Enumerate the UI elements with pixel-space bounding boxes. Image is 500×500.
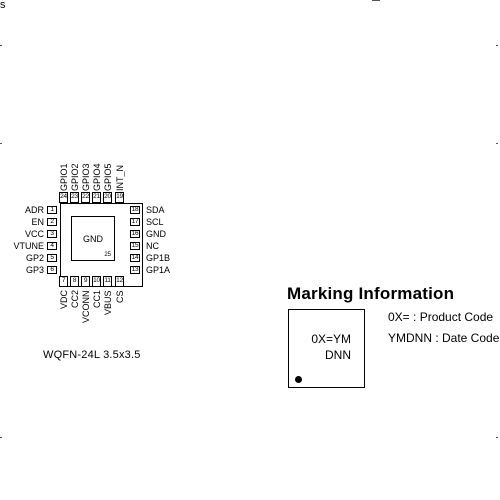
- pin-label-21: GPIO4: [92, 163, 102, 191]
- marking-line-2: DNN: [325, 348, 351, 362]
- marking-diagram: 0X=YM DNN: [288, 309, 365, 388]
- pin-pad-22: 22: [81, 192, 90, 203]
- package-body: [60, 203, 143, 287]
- pin-pad-21: 21: [92, 192, 101, 203]
- edge-mark: [0, 45, 2, 46]
- pin-pad-16: 16: [130, 229, 140, 238]
- pin-label-10: CC1: [92, 290, 102, 309]
- pin-pad-12: 12: [115, 276, 124, 287]
- pin-label-24: GPIO1: [59, 163, 69, 191]
- edge-mark: [372, 0, 380, 1]
- pin-label-22: GPIO3: [81, 163, 91, 191]
- edge-text-fragment: s: [0, 0, 6, 11]
- pin-label-17: SCL: [146, 217, 164, 227]
- pin-label-4: VTUNE: [13, 241, 44, 251]
- pin-label-1: ADR: [24, 205, 44, 215]
- exposed-pad: GND 25: [71, 216, 115, 261]
- pin-pad-3: 3: [47, 230, 57, 238]
- pin-label-9: VCONN: [81, 290, 91, 323]
- pin-label-20: GPIO5: [103, 163, 113, 191]
- pin-label-5: GP2: [25, 253, 44, 263]
- pin-pad-9: 9: [81, 276, 90, 287]
- pin-label-14: GP1B: [146, 253, 171, 263]
- pin-pad-10: 10: [92, 276, 101, 287]
- pin-pad-13: 13: [130, 265, 140, 274]
- pin-label-19: INT_N: [115, 164, 125, 191]
- legend-product-code: 0X= : Product Code: [388, 310, 494, 324]
- legend-date-code: YMDNN : Date Code: [388, 331, 500, 345]
- exposed-pad-label: GND: [83, 234, 103, 244]
- pin-pad-24: 24: [59, 192, 68, 203]
- pin-label-2: EN: [31, 217, 44, 227]
- pin-label-12: CS: [115, 290, 125, 303]
- edge-mark: [0, 437, 2, 438]
- edge-mark: [496, 45, 498, 46]
- pin-pad-2: 2: [47, 218, 57, 226]
- pin-pad-4: 4: [47, 242, 57, 250]
- pin-label-3: VCC: [24, 229, 44, 239]
- pin-pad-17: 17: [130, 217, 140, 226]
- exposed-pad-number: 25: [104, 252, 111, 258]
- marking-line-1: 0X=YM: [311, 332, 351, 346]
- pin-label-18: SDA: [146, 205, 165, 215]
- pin-pad-15: 15: [130, 241, 140, 250]
- pin-label-16: GND: [146, 229, 166, 239]
- edge-mark: [496, 143, 498, 144]
- pin-pad-6: 6: [47, 266, 57, 274]
- pin-pad-1: 1: [47, 206, 57, 214]
- pin-label-23: GPIO2: [70, 163, 80, 191]
- pin-label-15: NC: [146, 241, 159, 251]
- pin-pad-7: 7: [59, 276, 68, 287]
- pin-label-11: VBUS: [103, 290, 113, 315]
- pin1-dot: [295, 376, 302, 383]
- pin-pad-14: 14: [130, 253, 140, 262]
- pin-label-6: GP3: [25, 265, 44, 275]
- pin-pad-5: 5: [47, 254, 57, 262]
- pin-label-7: VDC: [59, 290, 69, 310]
- edge-mark: [0, 143, 2, 144]
- package-caption: WQFN-24L 3.5x3.5: [43, 349, 141, 361]
- pin-pad-19: 19: [115, 192, 124, 203]
- pin-label-8: CC2: [70, 290, 80, 309]
- pin-pad-8: 8: [70, 276, 79, 287]
- pin-pad-11: 11: [103, 276, 112, 287]
- marking-title: Marking Information: [287, 284, 455, 303]
- pin-pad-23: 23: [70, 192, 79, 203]
- pin-pad-18: 18: [130, 205, 140, 214]
- pin-label-13: GP1A: [146, 265, 171, 275]
- edge-mark: [496, 437, 498, 438]
- package-pinout-diagram: GPIO1 GPIO2 GPIO3 GPIO4 GPIO5 INT_N 24 2…: [0, 0, 170, 322]
- pin-pad-20: 20: [103, 192, 112, 203]
